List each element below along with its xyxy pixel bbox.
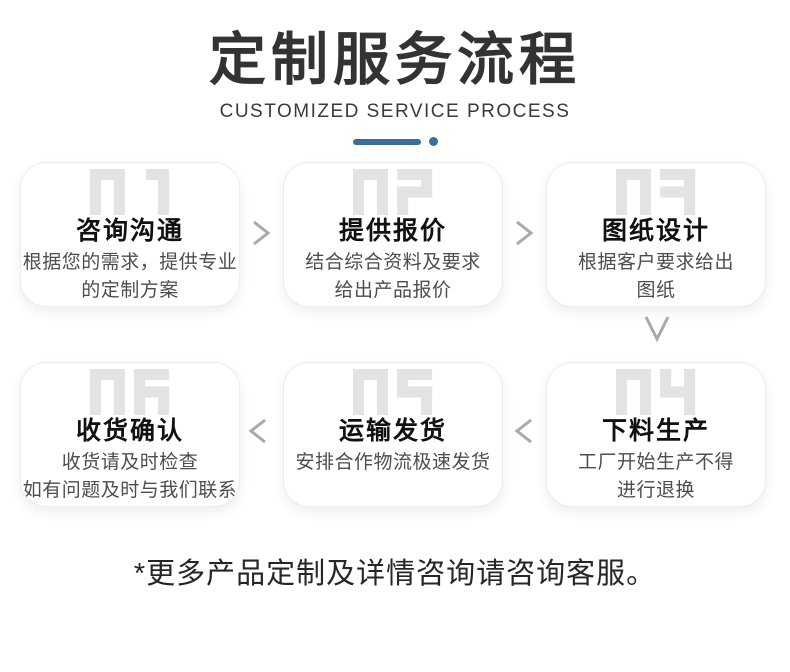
arrow-right-icon	[249, 217, 273, 249]
arrow-down-icon	[641, 313, 673, 343]
step-desc-03: 根据客户要求给出 图纸	[577, 251, 734, 302]
step-title-05: 运输发货	[338, 416, 447, 445]
step-number-03	[616, 168, 696, 215]
step-number-01	[90, 168, 170, 215]
divider-bar	[352, 138, 421, 145]
step-desc-01: 根据您的需求，提供专业 的定制方案	[22, 251, 238, 302]
step-number-02	[353, 168, 433, 215]
arrow-left-icon	[512, 415, 536, 447]
step-title-03: 图纸设计	[601, 216, 710, 245]
step-title-01: 咨询沟通	[75, 216, 184, 245]
step-desc-05: 安排合作物流极速发货	[295, 451, 491, 473]
step-card-04: 下料生产 工厂开始生产不得 进行退换	[546, 361, 766, 507]
step-desc-04: 工厂开始生产不得 进行退换	[577, 451, 734, 502]
step-card-01: 咨询沟通 根据您的需求，提供专业 的定制方案	[20, 161, 240, 307]
step-title-06: 收货确认	[75, 416, 184, 445]
step-number-05	[353, 368, 433, 415]
header: 定制服务流程 CUSTOMIZED SERVICE PROCESS	[0, 0, 790, 147]
page-title: 定制服务流程	[209, 28, 581, 92]
step-desc-06: 收货请及时检查 如有问题及时与我们联系	[22, 451, 238, 502]
page-subtitle: CUSTOMIZED SERVICE PROCESS	[219, 100, 571, 122]
footer-note: *更多产品定制及详情咨询请咨询客服。	[133, 557, 657, 590]
title-divider	[0, 137, 790, 147]
step-title-02: 提供报价	[338, 216, 447, 245]
step-card-05: 运输发货 安排合作物流极速发货	[283, 361, 503, 507]
step-card-02: 提供报价 结合综合资料及要求 给出产品报价	[283, 161, 503, 307]
process-flow: 咨询沟通 根据您的需求，提供专业 的定制方案 提供报价 结合综合资料及要求 给出…	[0, 147, 790, 522]
step-number-06	[90, 368, 170, 415]
step-number-04	[616, 368, 696, 415]
step-desc-02: 结合综合资料及要求 给出产品报价	[305, 251, 481, 302]
step-title-04: 下料生产	[601, 416, 710, 445]
step-card-03: 图纸设计 根据客户要求给出 图纸	[546, 161, 766, 307]
step-card-06: 收货确认 收货请及时检查 如有问题及时与我们联系	[20, 361, 240, 507]
divider-dot-icon	[428, 137, 438, 147]
arrow-right-icon	[512, 217, 536, 249]
arrow-left-icon	[246, 415, 270, 447]
